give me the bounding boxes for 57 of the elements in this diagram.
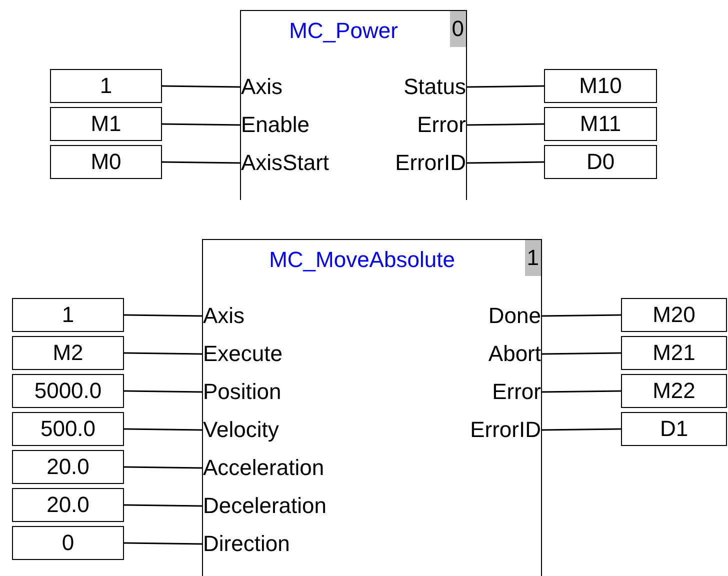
connector-line: [124, 466, 204, 469]
connector-line: [162, 161, 242, 164]
variable-box: 20.0: [12, 450, 124, 484]
input-pin-label: Axis: [241, 74, 283, 100]
connector-line: [124, 390, 204, 393]
connector-line: [540, 314, 622, 317]
block-title: MC_Power: [288, 17, 399, 45]
block-number-badge: 1: [524, 240, 541, 276]
output-pin-label: Error: [417, 112, 466, 138]
connector-line: [466, 123, 544, 126]
input-pin-label: Axis: [203, 303, 245, 329]
connector-line: [540, 428, 622, 431]
input-pin-label: Position: [203, 379, 282, 405]
variable-box: M2: [12, 336, 124, 370]
input-pin-label: Direction: [203, 531, 290, 557]
input-pin-label: Acceleration: [203, 455, 324, 481]
variable-box: M0: [50, 145, 162, 179]
connector-line: [162, 123, 242, 126]
variable-box: M21: [621, 336, 727, 370]
output-pin-label: Abort: [488, 341, 541, 367]
function-block: [240, 10, 467, 200]
connector-line: [466, 161, 544, 164]
input-pin-label: Execute: [203, 341, 282, 367]
connector-line: [124, 352, 204, 355]
connector-line: [540, 352, 622, 355]
connector-line: [124, 428, 204, 431]
variable-box: 1: [12, 298, 124, 332]
connector-line: [540, 390, 622, 393]
variable-box: 20.0: [12, 488, 124, 522]
connector-line: [466, 85, 544, 88]
block-number-badge: 0: [450, 11, 466, 47]
output-pin-label: Error: [492, 379, 541, 405]
connector-line: [124, 504, 204, 507]
variable-box: M20: [621, 298, 727, 332]
output-pin-label: Done: [488, 303, 541, 329]
variable-box: M22: [621, 374, 727, 408]
block-title: MC_MoveAbsolute: [268, 246, 456, 274]
function-block: [202, 239, 542, 576]
variable-box: 5000.0: [12, 374, 124, 408]
variable-box: M11: [544, 107, 657, 141]
output-pin-label: ErrorID: [470, 417, 541, 443]
variable-box: D0: [544, 145, 657, 179]
variable-box: 500.0: [12, 412, 124, 446]
connector-line: [124, 542, 204, 545]
variable-box: M10: [544, 69, 657, 103]
connector-line: [124, 314, 204, 317]
variable-box: D1: [621, 412, 727, 446]
input-pin-label: Velocity: [203, 417, 279, 443]
variable-box: 0: [12, 526, 124, 560]
input-pin-label: Deceleration: [203, 493, 327, 519]
output-pin-label: Status: [404, 74, 466, 100]
connector-line: [162, 85, 242, 88]
input-pin-label: AxisStart: [241, 150, 330, 176]
variable-box: M1: [50, 107, 162, 141]
variable-box: 1: [50, 69, 162, 103]
output-pin-label: ErrorID: [395, 150, 466, 176]
input-pin-label: Enable: [241, 112, 310, 138]
